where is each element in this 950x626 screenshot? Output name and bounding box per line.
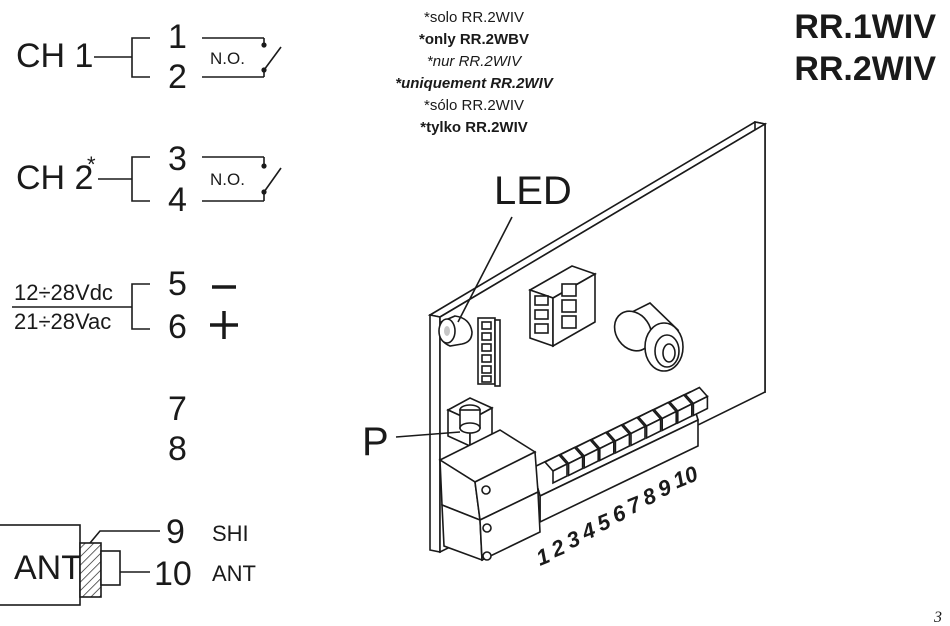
antenna-signal-label: ANT [212,561,256,586]
power-supply-wiring: 12÷28Vdc 21÷28Vac 5 6 [12,265,238,346]
channel-2-asterisk: * [87,152,96,177]
screw-terminal [652,401,678,432]
led-label: LED [494,169,572,213]
screw-terminal [606,424,631,455]
screw-terminal [668,394,694,425]
terminal-8: 8 [168,430,187,468]
screw-terminal [574,439,600,470]
capacitor [613,302,684,372]
terminal-5: 5 [168,265,187,303]
screw-terminal [590,431,616,462]
terminal-number: 10 [669,461,702,494]
model-name-2: RR.2WIV [794,50,936,88]
note-french: *uniquement RR.2WIV [395,75,555,92]
channel-2-label: CH 2 [16,159,93,197]
terminal-1: 1 [168,18,187,56]
model-availability-notes: *solo RR.2WIV *only RR.2WBV *nur RR.2WIV… [395,9,555,136]
terminal-6: 6 [168,308,187,346]
note-german: *nur RR.2WIV [427,53,523,70]
screw-terminals [543,386,709,485]
channel-2-contact-label: N.O. [210,170,245,189]
screw-terminal [559,446,584,477]
terminal-10: 10 [154,555,192,593]
page-number: 3 [933,609,942,626]
terminal-3: 3 [168,140,187,178]
channel-1-contact-label: N.O. [210,49,245,68]
button-label: P [362,420,389,464]
screw-terminal [637,409,662,440]
channel-1-wiring: CH 1 1 2 N.O. [16,18,282,96]
relay-block [528,265,597,348]
power-dc-label: 12÷28Vdc [14,280,113,305]
note-italian: *solo RR.2WIV [424,9,524,26]
antenna-block-label: ANT [14,549,82,587]
terminal-4: 4 [168,181,187,219]
circuit-board-illustration: LED [362,121,768,571]
antenna-core [100,550,121,586]
pin-header [477,317,501,387]
channel-2-wiring: CH 2 * 3 4 N.O. [16,140,282,219]
power-ac-label: 21÷28Vac [14,309,111,334]
channel-1-label: CH 1 [16,37,93,75]
note-polish: *tylko RR.2WIV [420,119,528,136]
note-english: *only RR.2WBV [419,31,529,48]
terminal-2: 2 [168,58,187,96]
relay-front [438,429,541,562]
antenna-wiring: ANT 9 10 SHI ANT [0,513,256,606]
shield-label: SHI [212,521,249,546]
antenna-block [0,524,81,606]
antenna-shield [79,542,102,598]
led-component [438,315,473,347]
screw-terminal [543,454,569,485]
push-button-p [446,397,494,448]
terminal-9: 9 [166,513,185,551]
terminal-7: 7 [168,390,187,428]
screw-terminal [621,416,647,447]
model-name-1: RR.1WIV [794,8,936,46]
screw-terminal [684,386,709,417]
note-spanish: *sólo RR.2WIV [424,97,524,114]
